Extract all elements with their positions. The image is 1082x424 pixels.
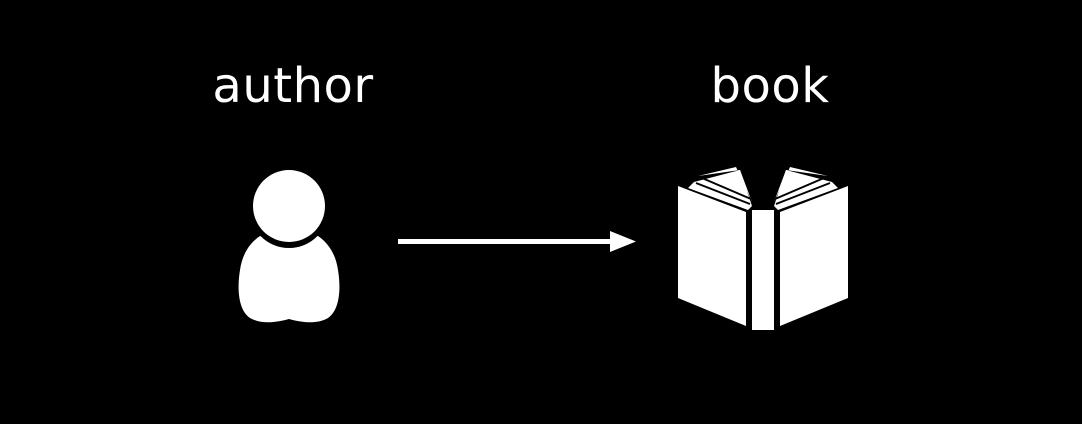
arrow-icon <box>396 228 638 256</box>
person-icon <box>236 168 342 326</box>
book-label: book <box>710 58 830 114</box>
author-label: author <box>212 58 374 114</box>
open-book-icon <box>674 166 852 330</box>
